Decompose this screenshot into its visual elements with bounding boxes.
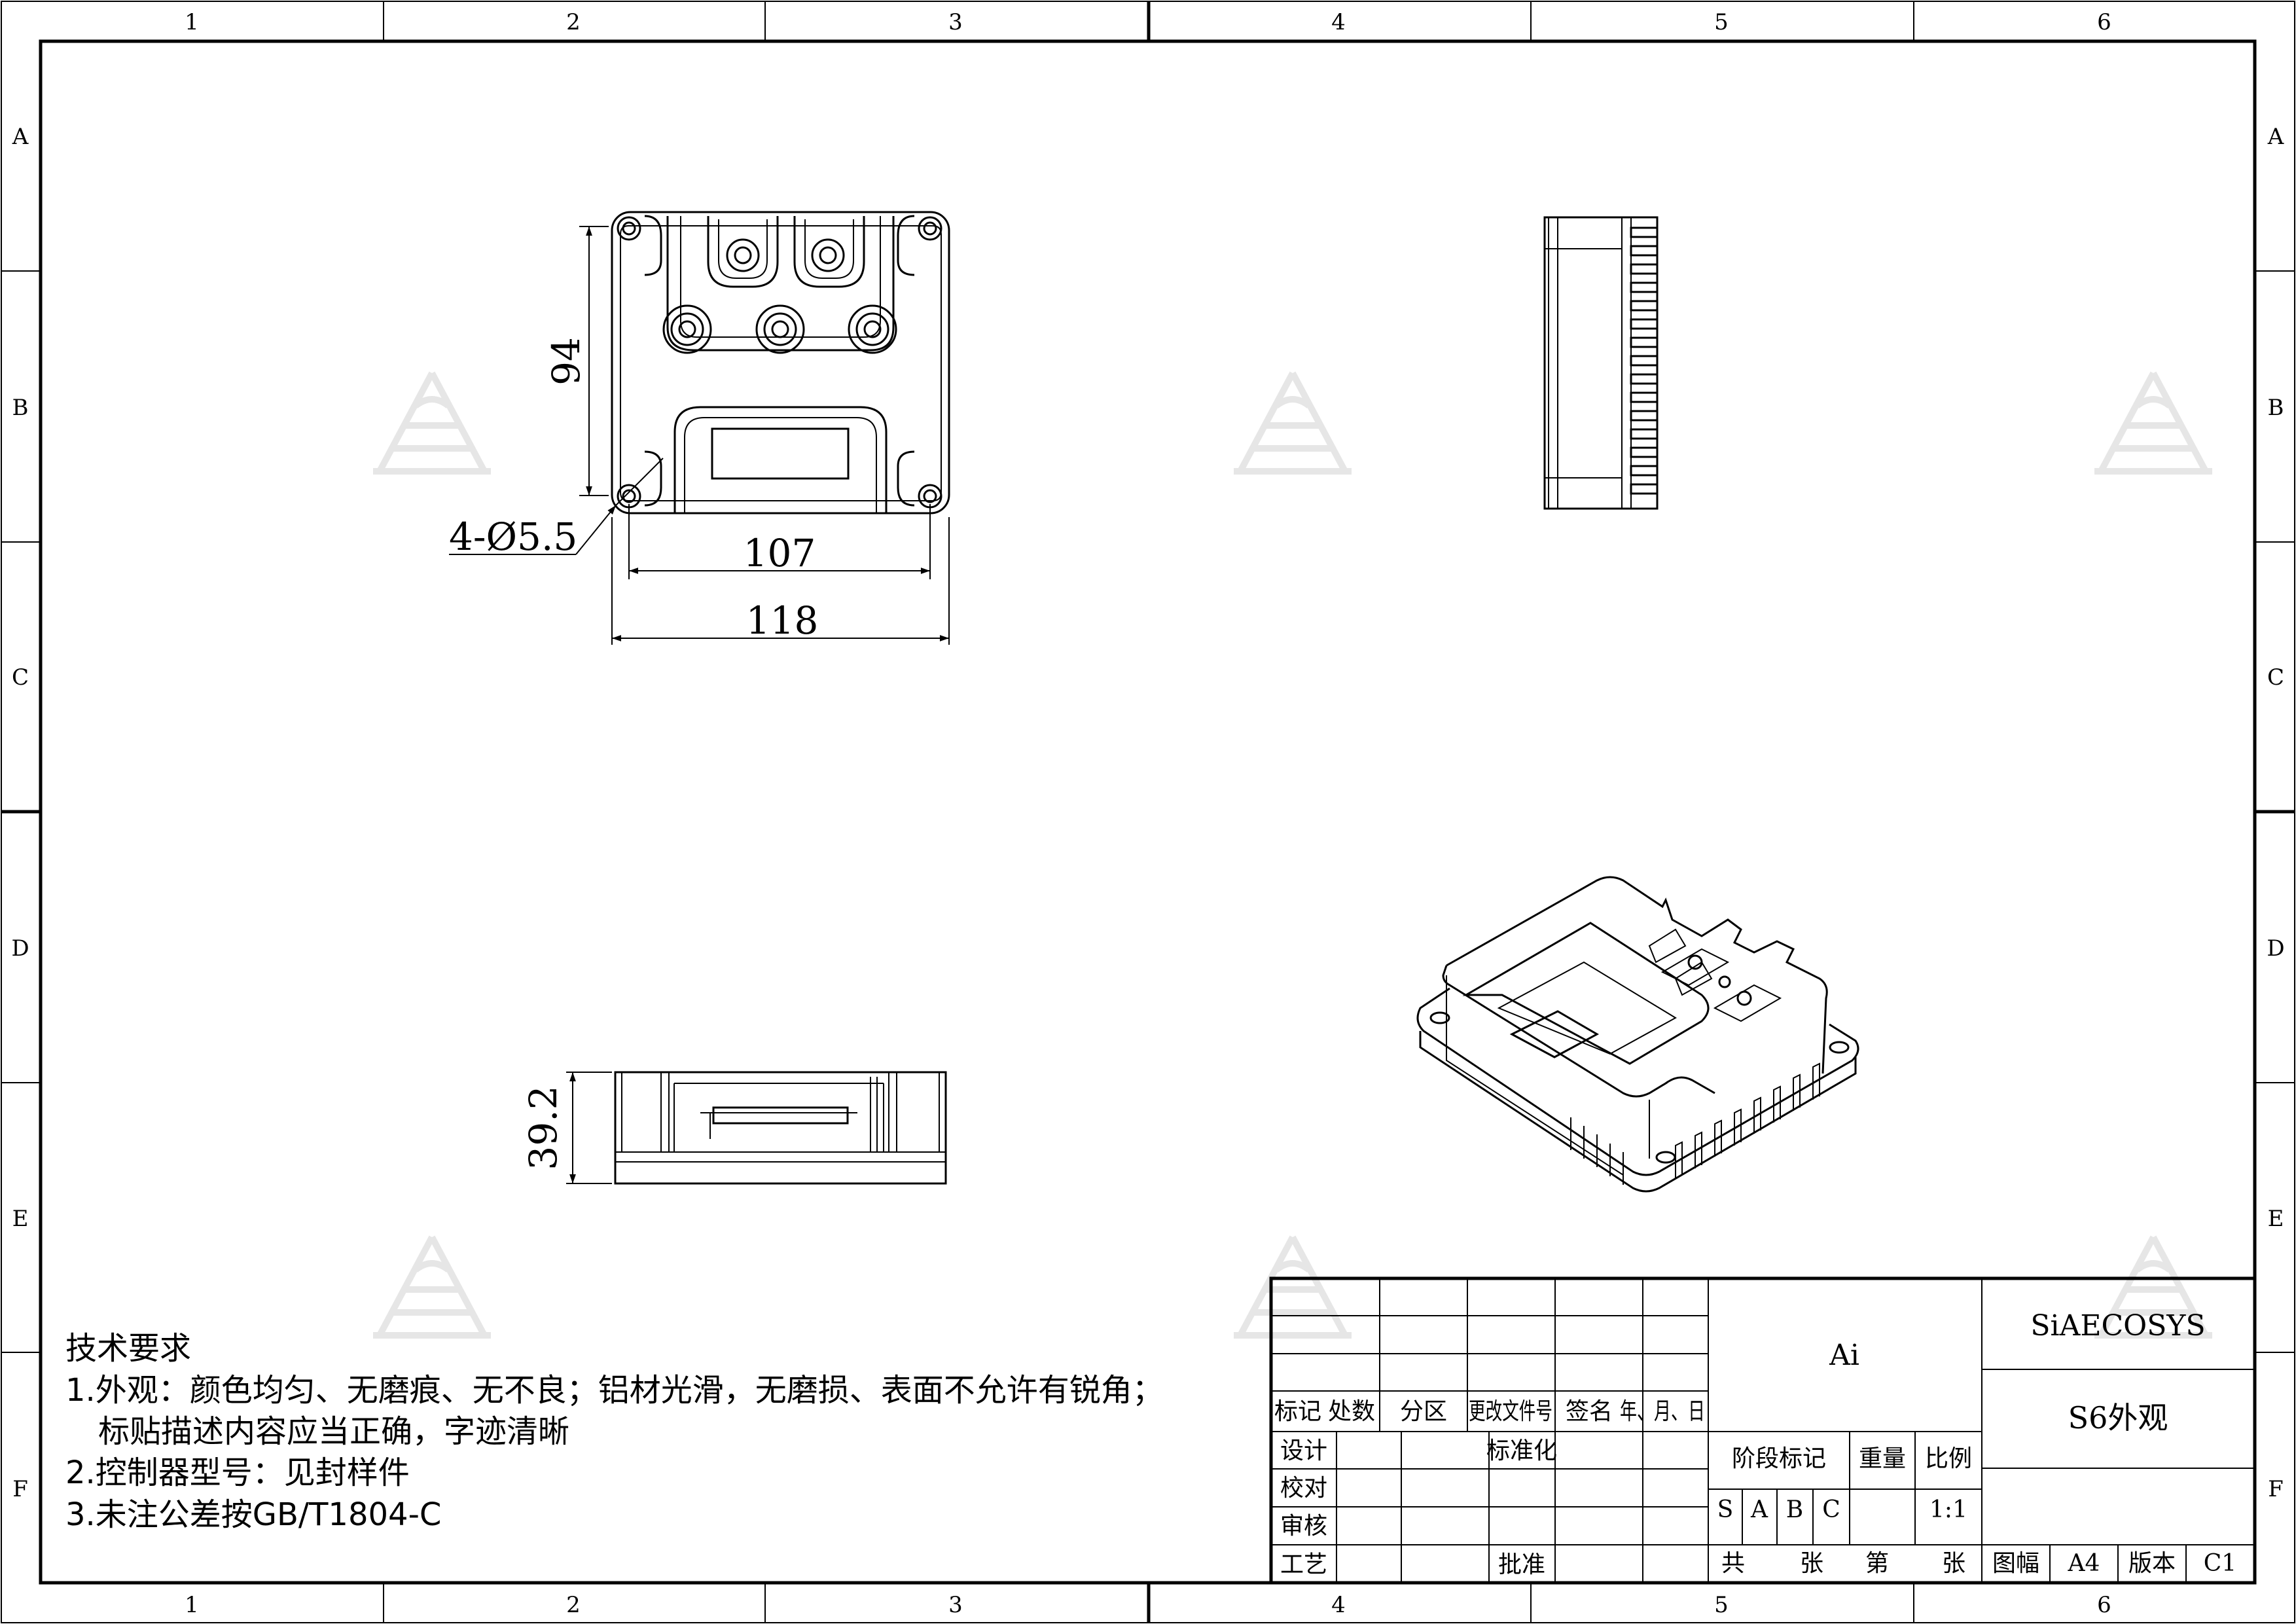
dimension-width-label: 118	[746, 598, 819, 643]
tb-weight-label: 重量	[1859, 1445, 1906, 1472]
tb-version-label: 版本	[2128, 1550, 2176, 1577]
dimension-width	[611, 517, 950, 645]
grid-column-labels-bottom: 1 2 3 4 5 6	[185, 1592, 2111, 1618]
grid-col-6-bottom: 6	[2097, 1592, 2111, 1618]
tb-material-value: Ai	[1829, 1339, 1859, 1372]
tb-design-label: 设计	[1280, 1437, 1327, 1464]
grid-row-e-right: E	[2268, 1206, 2284, 1232]
tb-signature-header: 签名	[1566, 1398, 1613, 1425]
grid-row-c: C	[12, 664, 29, 691]
dimension-hole-leader	[449, 458, 664, 555]
tb-drawing-name: S6外观	[2068, 1400, 2168, 1435]
grid-column-labels-top: 1 2 3 4 5 6	[185, 9, 2111, 35]
grid-col-4: 4	[1331, 9, 1346, 35]
tb-mark-header: 标记	[1274, 1398, 1321, 1425]
tb-company-name: SiAECOSYS	[2030, 1309, 2205, 1343]
notes-line-3: 3.未注公差按GB/T1804-C	[65, 1496, 441, 1533]
inner-frame	[39, 39, 2257, 1585]
grid-row-labels-left: A B C D E F	[11, 124, 29, 1502]
grid-row-a-right: A	[2267, 124, 2284, 150]
grid-row-b-right: B	[2268, 395, 2284, 421]
grid-row-c-right: C	[2267, 664, 2284, 691]
tb-zone-header: 分区	[1400, 1398, 1447, 1425]
tb-scale-value: 1:1	[1929, 1496, 1967, 1523]
dimension-height	[579, 226, 609, 496]
grid-col-4-bottom: 4	[1331, 1592, 1346, 1618]
tb-change-doc-header: 更改文件号	[1469, 1398, 1552, 1425]
tb-format-label: 图幅	[1992, 1550, 2039, 1577]
tb-total-label: 共	[1721, 1550, 1745, 1577]
grid-col-2-bottom: 2	[566, 1592, 581, 1618]
elevation-view	[614, 1071, 947, 1185]
tb-stage-mark-label: 阶段标记	[1732, 1445, 1826, 1472]
notes-line-2: 2.控制器型号：见封样件	[65, 1454, 410, 1491]
grid-col-3: 3	[948, 9, 963, 35]
tb-standardize-label: 标准化	[1486, 1437, 1557, 1464]
tb-sheets-label: 张	[1800, 1550, 1823, 1577]
grid-col-5: 5	[1714, 9, 1729, 35]
tb-stage-s: S	[1717, 1496, 1734, 1523]
front-view	[611, 211, 950, 514]
notes-line-1: 1.外观：颜色均匀、无磨痕、无不良；铝材光滑，无磨损、表面不允许有锐角；	[65, 1372, 1164, 1409]
grid-row-d: D	[11, 935, 29, 962]
grid-col-1: 1	[185, 9, 199, 35]
grid-row-f: F	[12, 1476, 28, 1502]
technical-notes: 技术要求 1.外观：颜色均匀、无磨痕、无不良；铝材光滑，无磨损、表面不允许有锐角…	[65, 1330, 1164, 1533]
dimension-hole-pitch-label: 107	[744, 531, 816, 575]
tb-format-value: A4	[2068, 1550, 2100, 1577]
tb-stage-b: B	[1786, 1496, 1803, 1523]
grid-col-5-bottom: 5	[1714, 1592, 1729, 1618]
dimension-height-label: 94	[544, 337, 588, 386]
dimension-hole-spec-label: 4-Ø5.5	[449, 514, 577, 559]
notes-title: 技术要求	[65, 1330, 191, 1367]
watermark-logos	[373, 373, 2212, 1335]
isometric-view	[1416, 876, 1859, 1193]
grid-row-f-right: F	[2268, 1476, 2284, 1502]
tb-process-label: 工艺	[1280, 1551, 1327, 1578]
tb-approve-label: 批准	[1498, 1551, 1545, 1578]
tb-stage-a: A	[1750, 1496, 1768, 1523]
grid-row-e: E	[12, 1206, 29, 1232]
tb-scale-label: 比例	[1925, 1445, 1972, 1472]
notes-line-1-continued: 标贴描述内容应当正确，字迹清晰	[98, 1413, 569, 1450]
side-view	[1543, 216, 1659, 510]
dimension-thickness-label: 39.2	[521, 1085, 565, 1170]
tb-version-value: C1	[2204, 1550, 2236, 1577]
title-block: 标记 处数 分区 更改文件号 签名 年、月、日 设计 标准化 校对 审核 工艺 …	[1269, 1276, 2257, 1585]
dimension-hole-pitch	[628, 504, 931, 579]
tb-count-header: 处数	[1328, 1398, 1375, 1425]
grid-col-2: 2	[566, 9, 581, 35]
grid-col-6: 6	[2097, 9, 2111, 35]
tb-stage-c: C	[1822, 1496, 1840, 1523]
grid-row-a: A	[12, 124, 29, 150]
tb-review-label: 审核	[1280, 1513, 1327, 1540]
grid-row-d-right: D	[2267, 935, 2284, 962]
tb-sheets-label-2: 张	[1942, 1550, 1965, 1577]
tb-date-header: 年、月、日	[1620, 1398, 1705, 1425]
dimension-thickness	[566, 1072, 612, 1184]
grid-row-b: B	[12, 395, 29, 421]
grid-col-1-bottom: 1	[185, 1592, 199, 1618]
grid-row-labels-right: A B C D E F	[2267, 124, 2284, 1502]
tb-sheet-no-label: 第	[1865, 1550, 1889, 1577]
tb-check-label: 校对	[1280, 1475, 1327, 1502]
grid-col-3-bottom: 3	[948, 1592, 963, 1618]
